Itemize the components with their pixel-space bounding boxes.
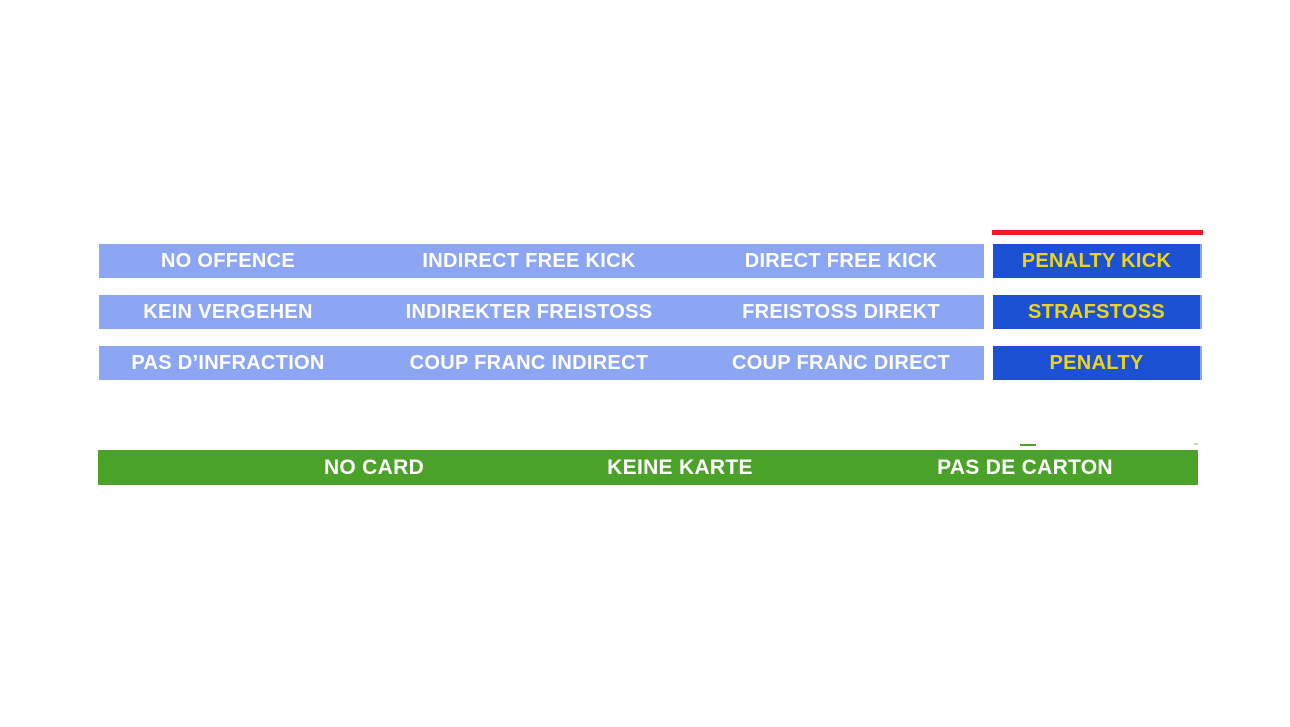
row-english: NO OFFENCE INDIRECT FREE KICK DIRECT FRE… <box>0 244 1290 278</box>
offence-bar-french: PAS D’INFRACTION COUP FRANC INDIRECT COU… <box>99 346 984 380</box>
offence-bar-german: KEIN VERGEHEN INDIREKTER FREISTOSS FREIS… <box>99 295 984 329</box>
row-german: KEIN VERGEHEN INDIREKTER FREISTOSS FREIS… <box>0 295 1290 329</box>
cell-indirect-free-kick: INDIRECT FREE KICK <box>422 250 636 272</box>
penalty-cell-french: PENALTY <box>993 346 1202 380</box>
card-label-french: PAS DE CARTON <box>937 456 1113 479</box>
penalty-cell-english: PENALTY KICK <box>993 244 1202 278</box>
cell-pas-dinfraction: PAS D’INFRACTION <box>131 352 325 374</box>
red-accent-line <box>992 230 1203 235</box>
no-card-bar: NO CARD KEINE KARTE PAS DE CARTON <box>98 450 1198 485</box>
partial-green-dot-artifact <box>1194 443 1198 445</box>
card-label-english: NO CARD <box>323 456 425 479</box>
cell-kein-vergehen: KEIN VERGEHEN <box>143 301 313 323</box>
cell-coup-franc-indirect: COUP FRANC INDIRECT <box>409 352 649 374</box>
row-french: PAS D’INFRACTION COUP FRANC INDIRECT COU… <box>0 346 1290 380</box>
cell-direct-free-kick: DIRECT FREE KICK <box>744 250 938 272</box>
cell-no-offence: NO OFFENCE <box>160 250 296 272</box>
cell-indirekter-freistoss: INDIREKTER FREISTOSS <box>405 301 653 323</box>
card-label-german: KEINE KARTE <box>607 456 753 479</box>
cell-freistoss-direkt: FREISTOSS DIREKT <box>742 301 940 323</box>
cell-coup-franc-direct: COUP FRANC DIRECT <box>731 352 951 374</box>
offence-bar-english: NO OFFENCE INDIRECT FREE KICK DIRECT FRE… <box>99 244 984 278</box>
penalty-cell-german: STRAFSTOSS <box>993 295 1202 329</box>
partial-green-line-artifact <box>1020 444 1036 446</box>
